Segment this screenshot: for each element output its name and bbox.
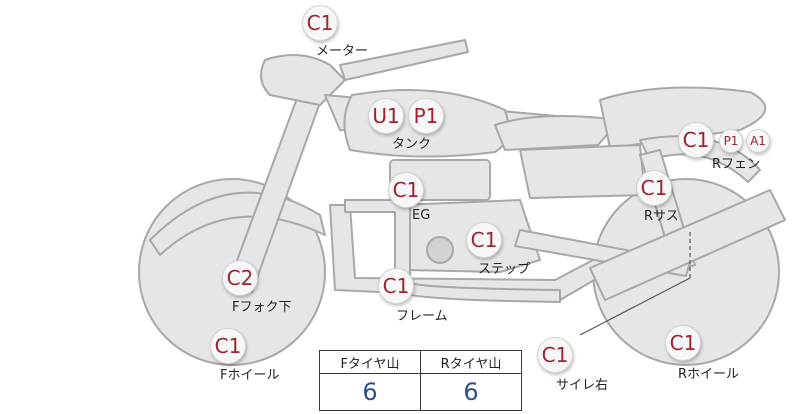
muffler: [589, 189, 786, 301]
fwheel-code-badge[interactable]: C1: [210, 328, 246, 364]
rsus-label: Rサス: [644, 209, 679, 224]
rfender-label: Rフェン: [712, 157, 761, 172]
tire-tread-table: Fタイヤ山 Rタイヤ山 6 6: [319, 350, 522, 411]
fwheel-label: Fホイール: [220, 368, 280, 383]
ffork-code-badge[interactable]: C2: [222, 260, 258, 296]
step-code-badge[interactable]: C1: [466, 222, 502, 258]
rear-tire-value: 6: [420, 373, 522, 411]
tire-table-value-row: 6 6: [319, 373, 522, 411]
frame-label: フレーム: [396, 309, 448, 324]
seat-front: [494, 115, 621, 151]
eg-code-badge[interactable]: C1: [388, 172, 424, 208]
handlebar-grip: [339, 39, 469, 81]
seat-rear: [599, 86, 767, 149]
tank-code-badge-2[interactable]: P1: [408, 98, 444, 134]
silencer-code-badge[interactable]: C1: [537, 337, 573, 373]
silencer-label: サイレ右: [556, 378, 609, 393]
meter-label: メーター: [316, 44, 369, 59]
silencer-leader-line: [579, 277, 691, 336]
eg-label: EG: [412, 208, 431, 223]
front-tire-value: 6: [319, 373, 421, 411]
tank-label: タンク: [392, 137, 432, 152]
meter-code-badge[interactable]: C1: [302, 5, 338, 41]
rwheel-code-badge[interactable]: C1: [665, 325, 701, 361]
rear-tire-header: Rタイヤ山: [420, 350, 522, 374]
ffork-label: Fフォク下: [232, 300, 292, 315]
rsus-code-badge[interactable]: C1: [636, 170, 672, 206]
tire-table-header-row: Fタイヤ山 Rタイヤ山: [319, 350, 522, 374]
engine-cover: [426, 236, 454, 264]
front-tire-header: Fタイヤ山: [319, 350, 421, 374]
rwheel-label: Rホイール: [678, 367, 740, 382]
rfender-code-badge-1[interactable]: C1: [678, 122, 714, 158]
frame-code-badge[interactable]: C1: [378, 268, 414, 304]
rfender-code-badge-2[interactable]: P1: [719, 129, 743, 153]
rfender-code-badge-3[interactable]: A1: [746, 129, 770, 153]
step-label: ステップ: [478, 262, 531, 277]
side-cover: [519, 144, 646, 199]
tank-code-badge-1[interactable]: U1: [368, 98, 404, 134]
